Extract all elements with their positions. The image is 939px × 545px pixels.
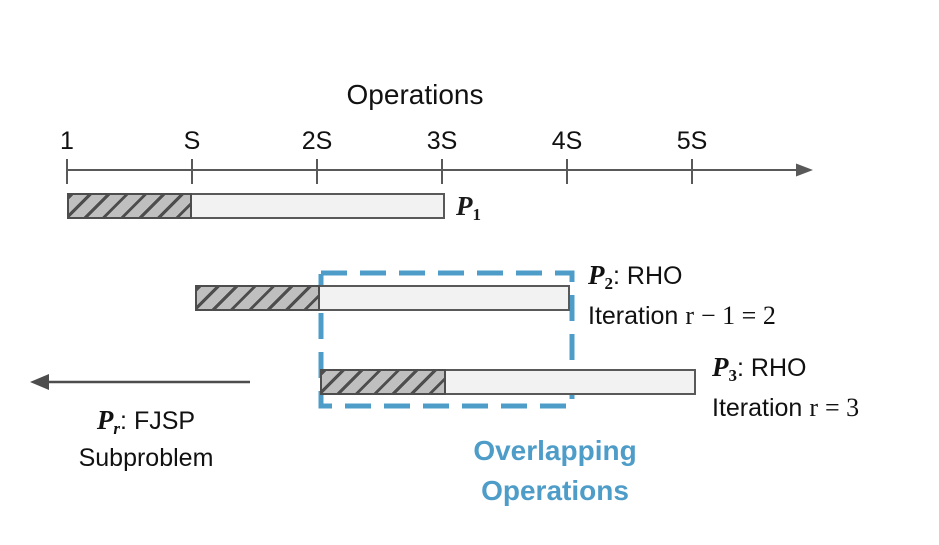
p1-window-segment	[192, 193, 445, 219]
p2-window-segment	[320, 285, 570, 311]
p3-fixed-hatched-segment	[320, 369, 446, 395]
p1-fixed-hatched-segment	[67, 193, 192, 219]
pr-caption-line1: Pr: FJSP	[36, 403, 256, 441]
p2-iteration-text: Iteration	[588, 302, 679, 330]
pr-subscript: r	[113, 419, 121, 438]
p3-window-segment	[446, 369, 696, 395]
pr-subproblem-caption: Pr: FJSP Subproblem	[36, 403, 256, 476]
axis-tick-marks	[66, 159, 693, 184]
pr-caption-rest: : FJSP	[120, 407, 196, 435]
axis-tick-label: 2S	[301, 127, 333, 155]
p3-caption-line1: P3: RHO	[712, 349, 859, 389]
p2-subscript: 2	[604, 274, 614, 293]
axis-tick-label: 5S	[676, 127, 708, 155]
p2-caption-line1: P2: RHO	[588, 257, 776, 297]
p1-subscript: 1	[472, 205, 482, 224]
p2-iteration-var: r	[685, 301, 695, 330]
iteration-direction-arrowhead-icon	[30, 374, 49, 390]
p3-iteration-value: = 3	[825, 393, 860, 422]
pr-caption-line2: Subproblem	[78, 444, 214, 472]
p3-symbol: P	[712, 352, 729, 382]
p1-symbol: P	[456, 191, 473, 221]
axis-tick-label: 3S	[426, 127, 458, 155]
p2-caption-rest: : RHO	[613, 262, 683, 290]
p2-bar	[195, 285, 570, 311]
axis-tick-label: 4S	[551, 127, 583, 155]
p2-iteration-value: − 1 = 2	[701, 301, 776, 330]
overlap-label-line1: Overlapping	[473, 435, 637, 466]
axis-tick-label: 1	[60, 127, 74, 155]
p3-caption-rest: : RHO	[737, 354, 807, 382]
axis-title: Operations	[346, 79, 484, 110]
p2-fixed-hatched-segment	[195, 285, 320, 311]
p3-bar	[320, 369, 696, 395]
overlap-label-line2: Operations	[481, 475, 629, 506]
p3-iteration-text: Iteration	[712, 394, 803, 422]
p3-subscript: 3	[728, 366, 738, 385]
axis-tick-label: S	[183, 127, 201, 155]
overlap-operations-label: Overlapping Operations	[445, 431, 665, 511]
operations-axis-arrowhead-icon	[796, 163, 813, 177]
p2-symbol: P	[588, 260, 605, 290]
pr-symbol: P	[96, 405, 114, 435]
p1-bar	[67, 193, 445, 219]
p1-label: P1	[456, 191, 482, 224]
p3-iteration-var: r	[809, 393, 819, 422]
